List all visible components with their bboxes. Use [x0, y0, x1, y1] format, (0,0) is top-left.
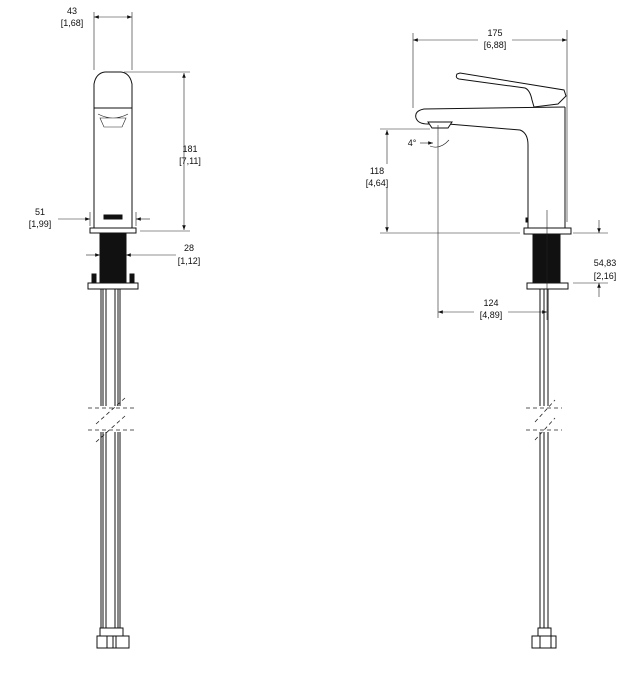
- front-view: 43 [1,68] 181 [7,11] 51 [1,99] 28 [1,12]: [29, 6, 201, 649]
- width-in-label: [1,68]: [61, 18, 84, 28]
- cap: [93, 71, 133, 109]
- shank: [99, 232, 127, 284]
- reach-mm-label: 124: [483, 298, 498, 308]
- length-mm-label: 175: [487, 28, 502, 38]
- base-in-label: [1,99]: [29, 219, 52, 229]
- angle-label: 4°: [408, 138, 417, 148]
- shank-length-mm-label: 54,83: [594, 258, 617, 268]
- spout-height-mm-label: 118: [370, 166, 384, 176]
- shank: [532, 233, 561, 284]
- shank-mm-label: 28: [184, 243, 194, 253]
- spout-height-in-label: [4,64]: [366, 178, 389, 188]
- reach-in-label: [4,89]: [480, 310, 503, 320]
- shank-in-label: [1,12]: [178, 256, 201, 266]
- width-mm-label: 43: [67, 6, 77, 16]
- base-mm-label: 51: [35, 207, 45, 217]
- side-view: 175 [6,88] 118 [4,64] 4° 124 [4,89] 54,8…: [362, 28, 617, 649]
- height-in-label: [7,11]: [179, 156, 201, 166]
- length-in-label: [6,88]: [484, 40, 507, 50]
- height-mm-label: 181: [182, 144, 197, 154]
- logo-plate: [103, 214, 123, 220]
- shank-length-in-label: [2,16]: [594, 271, 617, 281]
